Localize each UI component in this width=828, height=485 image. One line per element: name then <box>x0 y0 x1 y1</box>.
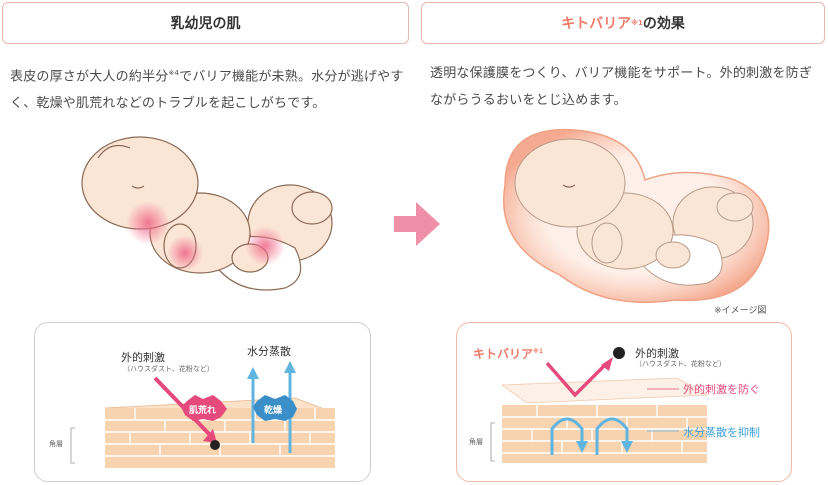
rough-badge-text: 肌荒れ <box>189 406 217 416</box>
right-skin-layer-graphic <box>490 347 709 463</box>
right-title-accent: キトバリア <box>561 16 632 32</box>
rough-skin-badge <box>181 395 227 421</box>
image-note: ※イメージ図 <box>714 306 767 316</box>
brand-label-text: キトバリア <box>473 347 534 361</box>
left-desc-note: ※4 <box>168 69 180 77</box>
left-skin-layer-graphic <box>70 361 336 468</box>
left-external-label: 外的刺激 <box>121 351 165 364</box>
irritant-particle-icon <box>613 347 625 359</box>
left-layer-label: 角層 <box>49 440 63 448</box>
retain-arrows <box>550 417 629 455</box>
retain-label: 水分蒸散を抑制 <box>683 426 760 439</box>
left-moisture-label: 水分蒸散 <box>247 345 291 358</box>
arrow-right-icon <box>394 202 440 246</box>
right-external-sub: （ハウスダスト、花粉など） <box>635 360 726 368</box>
deflect-arrow <box>545 361 609 398</box>
irritant-particle-icon <box>210 440 220 450</box>
right-layer-label: 角層 <box>469 438 483 446</box>
left-desc-part1: 表皮の厚さが大人の約半分 <box>10 69 169 85</box>
right-title-note: ※1 <box>631 19 643 27</box>
skin-layers <box>502 405 707 463</box>
right-external-label: 外的刺激 <box>635 347 679 360</box>
brand-label-note: ※1 <box>533 348 544 355</box>
pink-arrow-head <box>203 429 217 443</box>
baby-illustration-left <box>81 136 333 291</box>
block-label: 外的刺激を防ぐ <box>683 383 760 396</box>
baby-illustration-right <box>503 128 770 303</box>
dry-skin-badge <box>253 395 297 421</box>
left-desc-part2: でバリア機能が未熟。水分が逃げやすく、乾燥や肌荒れなどのトラブルを起こしがちです… <box>10 69 404 112</box>
right-brand-label: キトバリア※1 <box>473 345 543 362</box>
left-external-sub: （ハウスダスト、花粉など） <box>123 365 214 373</box>
left-header: 乳幼児の肌 <box>2 2 409 44</box>
left-title: 乳幼児の肌 <box>170 16 241 32</box>
left-skin-diagram: 外的刺激 （ハウスダスト、花粉など） 水分蒸散 肌荒れ 乾燥 角層 <box>34 322 371 482</box>
right-skin-diagram: キトバリア※1 外的刺激 （ハウスダスト、花粉など） 外的刺激を防ぐ 水分蒸散を… <box>456 322 792 482</box>
right-title-rest: の効果 <box>642 16 685 32</box>
barrier-film <box>500 377 709 404</box>
dry-badge-text: 乾燥 <box>264 406 283 416</box>
right-description: 透明な保護膜をつくり、バリア機能をサポート。外的刺激を防ぎながらうるおいをとじ込… <box>430 66 813 108</box>
left-description: 表皮の厚さが大人の約半分※4でバリア機能が未熟。水分が逃げやすく、乾燥や肌荒れな… <box>10 60 410 117</box>
